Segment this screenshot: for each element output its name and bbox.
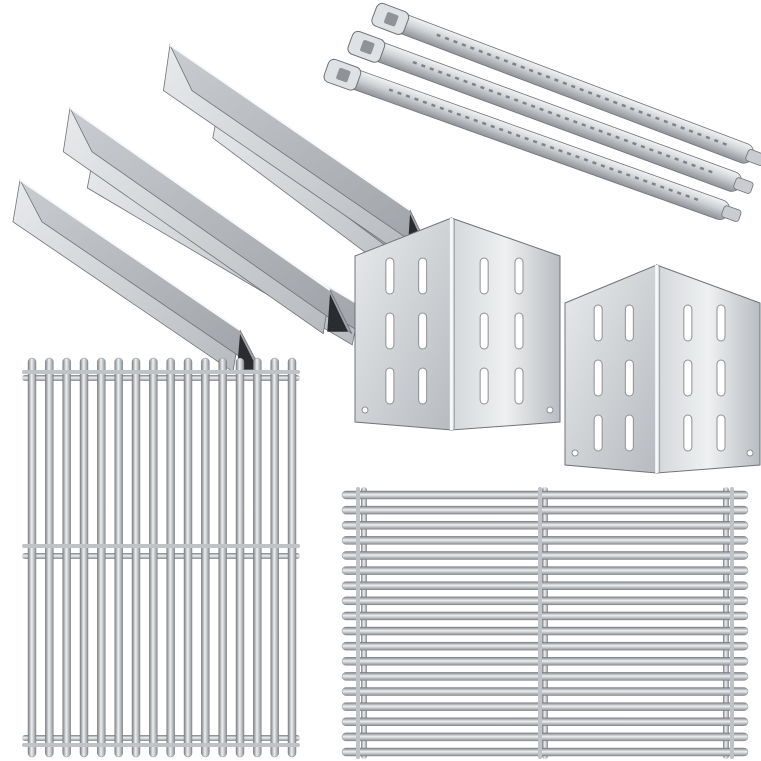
grate-rod [341,581,749,590]
grate-support [730,487,734,759]
grate-rod [341,626,749,636]
grate-rod [218,357,227,758]
flavorizer-bars [12,43,443,373]
burner-tube [347,30,754,194]
heat-plates [354,217,761,474]
grate-rod [270,357,279,758]
grate-crossbar [22,375,300,381]
grate-rod [341,521,749,530]
grate-rod [341,717,749,726]
grate-rod [45,357,54,758]
grate-support [538,487,542,759]
grate-rod [27,357,37,758]
grate-rod [341,596,749,606]
burner-tube [323,58,742,222]
cooking-grate-horizontal [341,487,749,759]
grate-rod [183,357,193,758]
grate-rod [149,357,158,758]
grate-rod [341,641,749,651]
grate-rod [166,357,175,758]
cooking-grate-vertical [22,357,300,758]
grate-crossbar [22,553,300,559]
grate-rod [341,536,749,545]
burner-tube [371,2,761,166]
grate-rod [235,357,245,758]
grate-rod [341,747,749,757]
grate-rod [341,505,749,515]
grate-rod [131,357,141,758]
grate-rod [79,357,89,758]
grate-rod [287,357,297,758]
grate-rod [341,732,749,742]
grate-crossbar [22,370,300,374]
heat-plate [354,217,561,431]
grate-crossbar [22,735,300,741]
grate-rod [114,357,123,758]
grate-rod [341,611,749,621]
grate-rod [62,357,71,758]
heat-plate [564,264,761,474]
grate-rod [341,702,749,711]
grate-rod [341,566,749,575]
grate-support [356,487,360,759]
grate-rod [341,551,749,560]
grate-rod [97,357,106,758]
grate-rod [341,490,749,500]
grate-rod [341,657,749,666]
grate-rod [341,672,749,681]
grate-rod [253,357,262,758]
burner-tubes [323,2,761,222]
grate-crossbar [22,544,300,548]
grate-crossbar [22,743,300,747]
flavorizer-bar [62,107,353,335]
grate-rod [341,687,749,696]
grate-rod [201,357,210,758]
